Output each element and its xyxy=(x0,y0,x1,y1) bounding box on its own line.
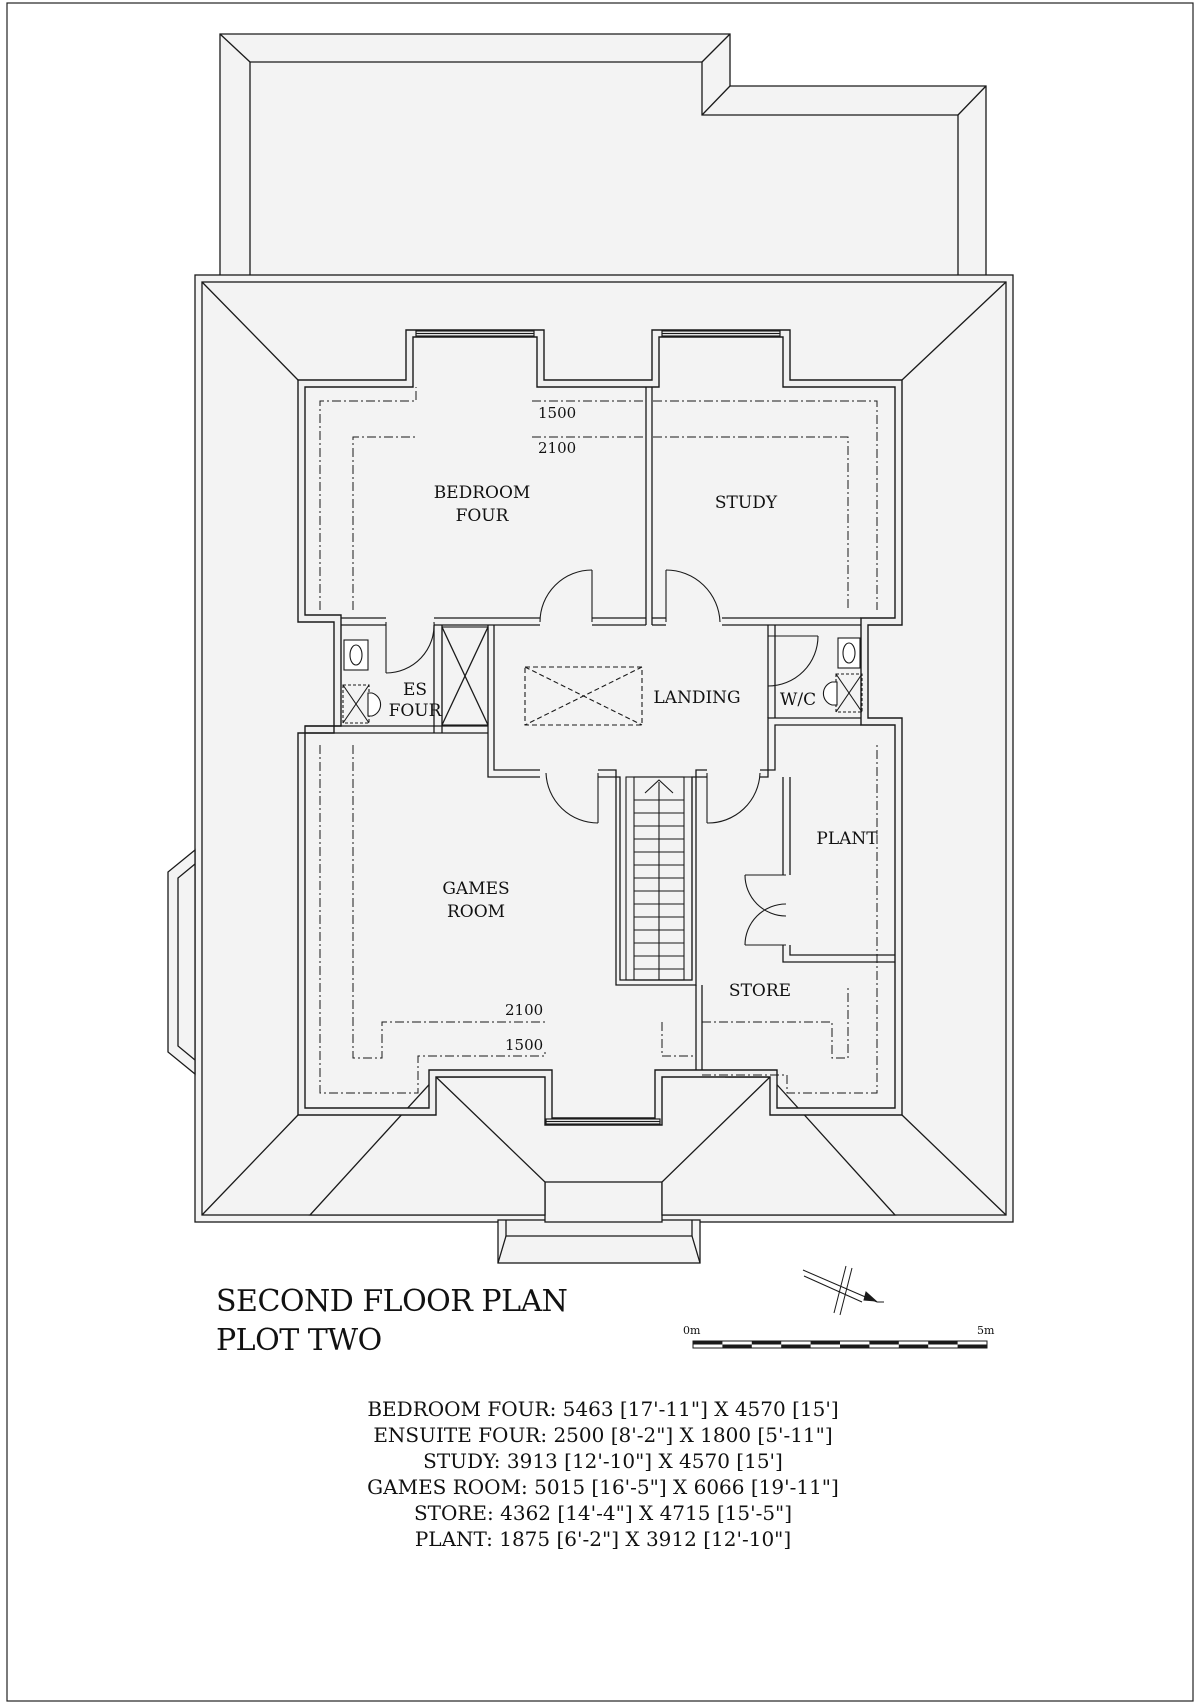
front-dormer-roofs xyxy=(308,1076,897,1216)
head-height-lines xyxy=(319,387,878,1094)
room-label-bedroom-four-1: BEDROOM xyxy=(434,483,531,503)
height-labels: 1500 2100 2100 1500 xyxy=(505,404,576,1054)
room-label-plant: PLANT xyxy=(816,829,878,849)
room-labels: BEDROOM FOUR STUDY ES FOUR LANDING W/C P… xyxy=(389,483,879,1001)
left-bay-roof xyxy=(167,848,196,1076)
sanitary-fittings xyxy=(342,637,863,724)
schedule-line-5: STORE: 4362 [14'-4"] X 4715 [15'-5"] xyxy=(414,1501,792,1525)
scale-bar-segment xyxy=(751,1341,782,1345)
scale-bar-segment xyxy=(722,1344,752,1348)
room-label-wc: W/C xyxy=(780,690,816,710)
staircase xyxy=(625,776,693,981)
internal-walls xyxy=(305,387,895,1070)
north-arrow-icon xyxy=(802,1265,884,1316)
scale-bar-segment xyxy=(810,1341,840,1345)
scale-bar-segment xyxy=(898,1344,929,1348)
schedule-line-6: PLANT: 1875 [6'-2"] X 3912 [12'-10"] xyxy=(415,1527,791,1551)
porch-roof xyxy=(497,1181,701,1264)
lower-roof xyxy=(219,33,987,277)
plan-title-line-2: PLOT TWO xyxy=(216,1323,382,1358)
schedule-line-3: STUDY: 3913 [12'-10"] X 4570 [15'] xyxy=(423,1449,783,1473)
height-label-bottom-1500: 1500 xyxy=(505,1036,543,1054)
room-schedule: BEDROOM FOUR: 5463 [17'-11"] X 4570 [15'… xyxy=(367,1397,839,1551)
room-label-landing: LANDING xyxy=(653,688,740,708)
scale-bar-segment xyxy=(928,1341,958,1345)
doors xyxy=(385,569,819,946)
scale-bar: 0m 5m xyxy=(683,1324,995,1349)
rooflight xyxy=(524,666,643,726)
room-label-ensuite-2: FOUR xyxy=(389,701,443,721)
scale-bar-segment xyxy=(957,1344,987,1348)
height-label-top-2100: 2100 xyxy=(538,439,576,457)
scale-bar-segment xyxy=(781,1344,811,1348)
room-label-bedroom-four-2: FOUR xyxy=(456,506,510,526)
schedule-line-4: GAMES ROOM: 5015 [16'-5"] X 6066 [19'-11… xyxy=(367,1475,839,1499)
external-walls xyxy=(297,329,903,1126)
plan-title: SECOND FLOOR PLAN PLOT TWO xyxy=(216,1284,568,1358)
windows xyxy=(415,330,781,1125)
main-roof xyxy=(194,274,1014,1223)
scale-bar-segment xyxy=(840,1344,870,1348)
plan-title-line-1: SECOND FLOOR PLAN xyxy=(216,1284,567,1319)
room-label-study: STUDY xyxy=(715,493,778,513)
height-label-bottom-2100: 2100 xyxy=(505,1001,543,1019)
room-label-games-room-1: GAMES xyxy=(442,879,509,899)
height-label-top-1500: 1500 xyxy=(538,404,576,422)
room-label-ensuite-1: ES xyxy=(403,680,427,700)
room-label-games-room-2: ROOM xyxy=(447,902,505,922)
schedule-line-1: BEDROOM FOUR: 5463 [17'-11"] X 4570 [15'… xyxy=(367,1397,838,1421)
schedule-line-2: ENSUITE FOUR: 2500 [8'-2"] X 1800 [5'-11… xyxy=(373,1423,832,1447)
scale-bar-segment xyxy=(869,1341,899,1345)
scale-bar-segment xyxy=(693,1341,723,1345)
room-label-store: STORE xyxy=(729,981,791,1001)
scale-bar-end-label: 5m xyxy=(977,1324,995,1337)
scale-bar-start-label: 0m xyxy=(683,1324,701,1337)
